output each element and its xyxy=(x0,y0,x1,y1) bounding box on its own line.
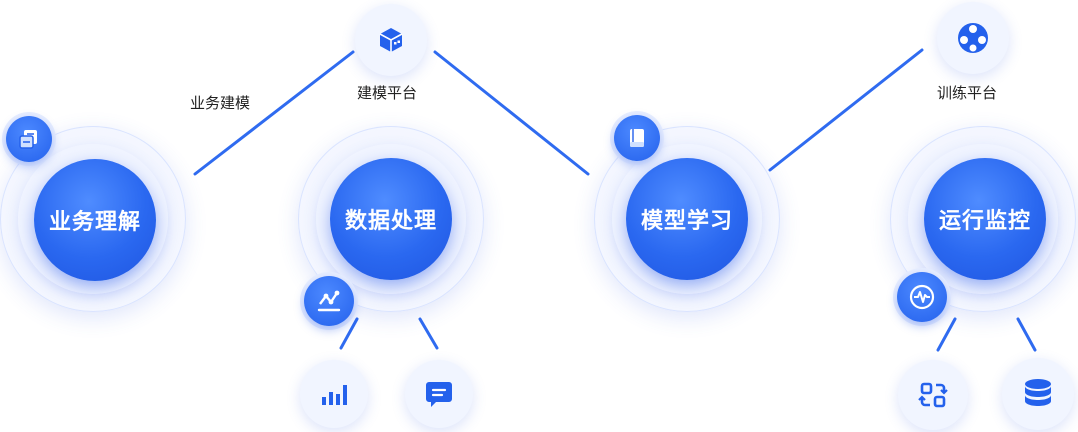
bar-chart-icon xyxy=(322,385,347,405)
ops-node[interactable]: 运行监控 xyxy=(924,158,1046,280)
network-icon xyxy=(958,23,988,53)
model-node[interactable]: 模型学习 xyxy=(626,158,748,280)
document-stack-icon xyxy=(6,116,52,162)
training-platform-bubble[interactable] xyxy=(937,2,1009,74)
line-data-to-bar-chart xyxy=(339,317,359,350)
line-data-to-message xyxy=(418,317,439,350)
data-node[interactable]: 数据处理 xyxy=(330,158,452,280)
message-icon xyxy=(426,382,452,407)
ops-node-label: 运行监控 xyxy=(938,208,1031,233)
modeling-platform-bubble[interactable] xyxy=(355,4,427,76)
line-business-to-modeling-platform xyxy=(193,50,355,176)
business-node[interactable]: 业务理解 xyxy=(34,159,156,281)
data-node-label: 数据处理 xyxy=(344,208,437,233)
line-model-to-training-platform xyxy=(768,48,924,172)
modeling-platform-label: 建模平台 xyxy=(357,85,418,102)
database-icon xyxy=(1025,379,1051,406)
line-ops-to-database xyxy=(1016,317,1037,352)
sync-icon xyxy=(918,382,948,408)
database-bubble[interactable] xyxy=(1002,358,1074,430)
training-platform-label: 训练平台 xyxy=(937,85,998,102)
sync-bubble[interactable] xyxy=(898,360,968,430)
line-ops-to-sync xyxy=(936,317,957,352)
message-bubble[interactable] xyxy=(405,360,473,428)
business-node-label: 业务理解 xyxy=(48,209,141,234)
model-node-label: 模型学习 xyxy=(640,208,733,233)
pulse-monitor-icon xyxy=(897,272,947,322)
book-icon xyxy=(614,115,660,161)
line-chart-icon xyxy=(304,276,354,326)
business-modeling-label: 业务建模 xyxy=(190,95,251,112)
bar-chart-bubble[interactable] xyxy=(300,360,368,428)
cube-icon xyxy=(379,28,403,52)
line-modeling-platform-to-model xyxy=(433,50,590,176)
